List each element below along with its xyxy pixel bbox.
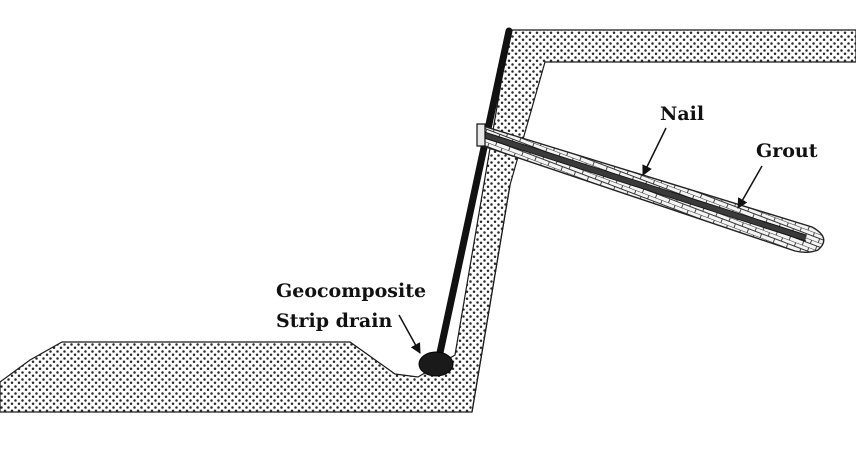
nail-label: Nail bbox=[660, 103, 704, 125]
strip-drain bbox=[434, 27, 513, 366]
strip-drain-outlet bbox=[418, 351, 454, 377]
nail-leader-arrow bbox=[642, 127, 667, 176]
grout-leader-arrow bbox=[737, 165, 763, 209]
geocomposite-label-line2: Strip drain bbox=[276, 310, 392, 332]
nail-bar-edge-bottom bbox=[480, 136, 807, 242]
drain-leader-arrow bbox=[398, 314, 421, 354]
geocomposite-label-line1: Geocomposite bbox=[276, 280, 426, 302]
nail-bar-edge-top bbox=[480, 130, 807, 236]
grout-label: Grout bbox=[756, 140, 818, 162]
facing-inner-line bbox=[471, 184, 511, 413]
nail-bar bbox=[480, 131, 807, 241]
nail-head-plate bbox=[476, 123, 486, 147]
